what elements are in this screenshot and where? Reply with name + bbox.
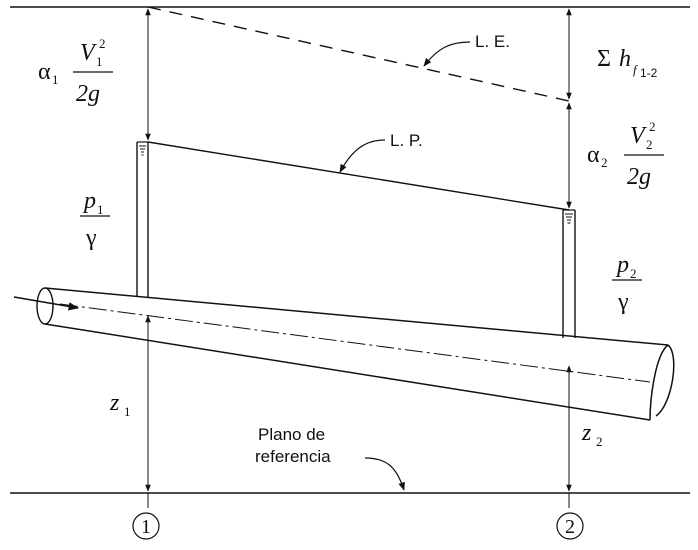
svg-text:1: 1 — [96, 54, 103, 69]
datum-leader — [364, 457, 405, 491]
svg-text:f: f — [633, 62, 639, 77]
svg-text:2: 2 — [646, 137, 653, 152]
svg-text:z: z — [581, 420, 592, 446]
pipe-inlet-end — [36, 287, 54, 325]
svg-text:V: V — [630, 123, 647, 149]
section-2-marker: 2 — [556, 512, 584, 540]
svg-text:V: V — [80, 40, 97, 66]
piezometric-line-leader — [339, 139, 386, 173]
velocity-head-1-label: α 1 V 1 2 2g — [38, 36, 113, 107]
svg-text:α: α — [587, 142, 600, 168]
svg-text:1: 1 — [124, 404, 131, 419]
svg-text:1: 1 — [52, 72, 59, 87]
svg-text:Σ: Σ — [597, 46, 611, 72]
energy-line-leader — [423, 41, 471, 67]
elevation-2-label: z 2 — [581, 420, 603, 449]
energy-line-label: L. E. — [475, 32, 510, 51]
svg-text:p: p — [82, 188, 96, 214]
svg-text:2: 2 — [596, 434, 603, 449]
piezometric-line-label: L. P. — [390, 131, 423, 150]
svg-text:1: 1 — [97, 202, 104, 217]
flow-arrow — [13, 296, 80, 311]
svg-text:2: 2 — [565, 516, 575, 538]
svg-text:2: 2 — [601, 155, 608, 170]
svg-text:1-2: 1-2 — [640, 66, 658, 80]
svg-text:1: 1 — [141, 516, 151, 538]
svg-text:γ: γ — [617, 289, 629, 315]
piezometer-1 — [136, 141, 149, 297]
svg-text:γ: γ — [85, 225, 97, 251]
energy-line — [147, 6, 570, 102]
pressure-head-1-label: p 1 γ — [80, 188, 110, 251]
section-1-marker: 1 — [132, 512, 160, 540]
svg-text:2g: 2g — [627, 164, 651, 190]
piezometric-line — [147, 141, 570, 211]
datum-label: Plano de referencia — [255, 425, 331, 466]
velocity-head-2-label: α 2 V 2 2 2g — [587, 119, 664, 190]
piezometer-2 — [562, 209, 576, 338]
svg-text:2g: 2g — [76, 81, 100, 107]
svg-text:p: p — [615, 252, 629, 278]
svg-text:α: α — [38, 59, 51, 85]
elevation-1-label: z 1 — [109, 390, 131, 419]
svg-text:h: h — [619, 46, 631, 72]
svg-text:2: 2 — [99, 36, 106, 51]
pipe-centerline — [59, 303, 651, 383]
pressure-head-2-label: p 2 γ — [612, 252, 642, 315]
svg-text:2: 2 — [649, 119, 656, 134]
pipe-outlet-end — [649, 344, 669, 421]
svg-text:z: z — [109, 390, 120, 416]
head-loss-label: Σ h f 1-2 — [597, 46, 658, 80]
svg-text:2: 2 — [630, 266, 637, 281]
